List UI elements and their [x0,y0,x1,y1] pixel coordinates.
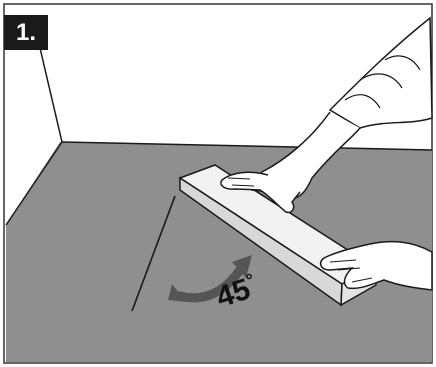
step-number-badge: 1. [4,15,48,50]
